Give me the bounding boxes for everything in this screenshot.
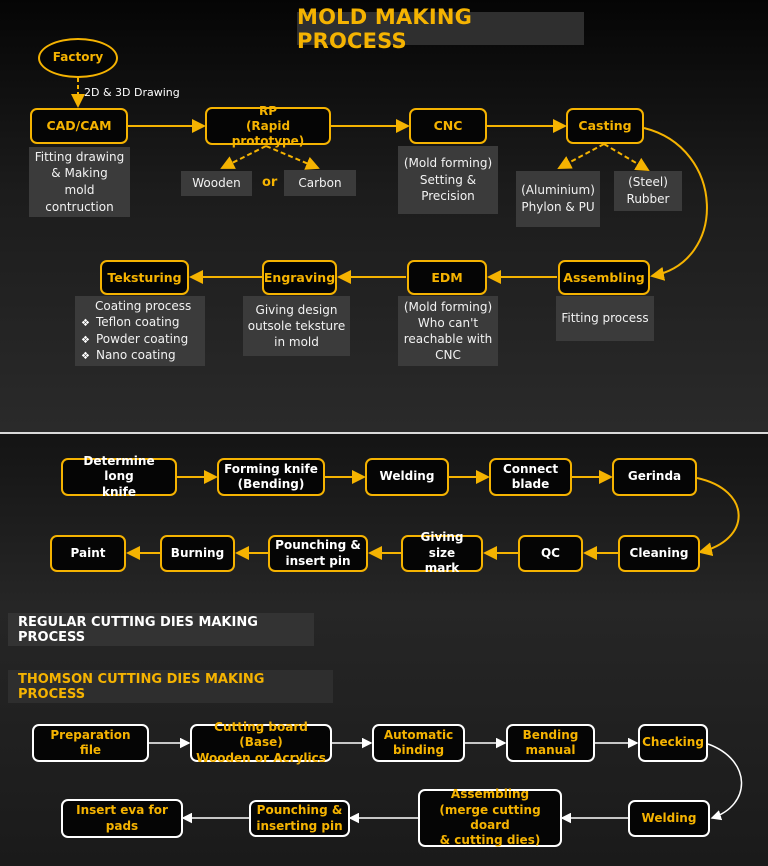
diamond-bullet-icon: ❖ (81, 334, 90, 346)
step-size-mark: Giving size mark (401, 530, 483, 575)
factory-node: Factory (38, 38, 118, 78)
step-qc: QC (518, 535, 583, 572)
note-wooden: Wooden (181, 171, 252, 196)
step-assembling: Assembling (558, 260, 650, 295)
note-edm: (Mold forming) Who can't reachable with … (398, 296, 498, 366)
step-connect-blade: Connect blade (489, 458, 572, 496)
note-cnc: (Mold forming) Setting & Precision (398, 146, 498, 214)
note-carbon: Carbon (284, 170, 356, 196)
diamond-bullet-icon: ❖ (81, 318, 90, 330)
mold-process-title: MOLD MAKING PROCESS (297, 5, 584, 53)
step-burning: Burning (160, 535, 235, 572)
step-welding-regular: Welding (365, 458, 449, 496)
regular-section-title: REGULAR CUTTING DIES MAKING PROCESS (8, 613, 314, 646)
coating-item: ❖Teflon coating (81, 315, 180, 330)
step-gerinda: Gerinda (612, 458, 697, 496)
coating-item: ❖Powder coating (81, 331, 189, 346)
note-teksturing: Coating process ❖Teflon coating ❖Powder … (75, 296, 205, 366)
panel-divider (0, 432, 768, 434)
step-automatic-binding: Automatic binding (372, 724, 465, 762)
thomson-section-title: THOMSON CUTTING DIES MAKING PROCESS (8, 670, 333, 703)
step-edm: EDM (407, 260, 487, 295)
step-bending-manual: Bending manual (506, 724, 595, 762)
step-cnc: CNC (409, 108, 487, 144)
step-forming-knife: Forming knife (Bending) (217, 458, 325, 496)
step-cleaning: Cleaning (618, 535, 700, 572)
step-assembling-thomson: Assembling (merge cutting doard & cuttin… (418, 787, 562, 847)
step-teksturing: Teksturing (100, 260, 189, 295)
step-cutting-board: Cutting board (Base) Wooden or Acrylics (190, 720, 332, 765)
coating-process-title: Coating process (95, 299, 192, 314)
note-aluminium: (Aluminium) Phylon & PU (516, 171, 600, 227)
note-steel: (Steel) Rubber (614, 171, 682, 211)
coating-item: ❖Nano coating (81, 348, 176, 363)
step-cadcam: CAD/CAM (30, 108, 128, 144)
step-welding-thomson: Welding (628, 800, 710, 837)
step-preparation-file: Preparation file (32, 724, 149, 762)
step-paint: Paint (50, 535, 126, 572)
step-pounching-thomson: Pounching & inserting pin (249, 800, 350, 837)
diamond-bullet-icon: ❖ (81, 351, 90, 363)
step-checking: Checking (638, 724, 708, 762)
step-insert-eva: Insert eva for pads (61, 799, 183, 838)
cutting-dies-panel (0, 434, 768, 866)
step-engraving: Engraving (262, 260, 337, 295)
step-pounching-regular: Pounching & insert pin (268, 535, 368, 572)
note-assembling: Fitting process (556, 296, 654, 341)
step-rp: RP (Rapid prototype) (205, 104, 331, 148)
or-label: or (262, 175, 278, 190)
note-engraving: Giving design outsole teksture in mold (243, 296, 350, 356)
step-determine-knife: Determine long knife (61, 454, 177, 499)
drawing-label: 2D & 3D Drawing (84, 86, 180, 99)
note-cadcam: Fitting drawing & Making mold contructio… (29, 147, 130, 217)
step-casting: Casting (566, 108, 644, 144)
